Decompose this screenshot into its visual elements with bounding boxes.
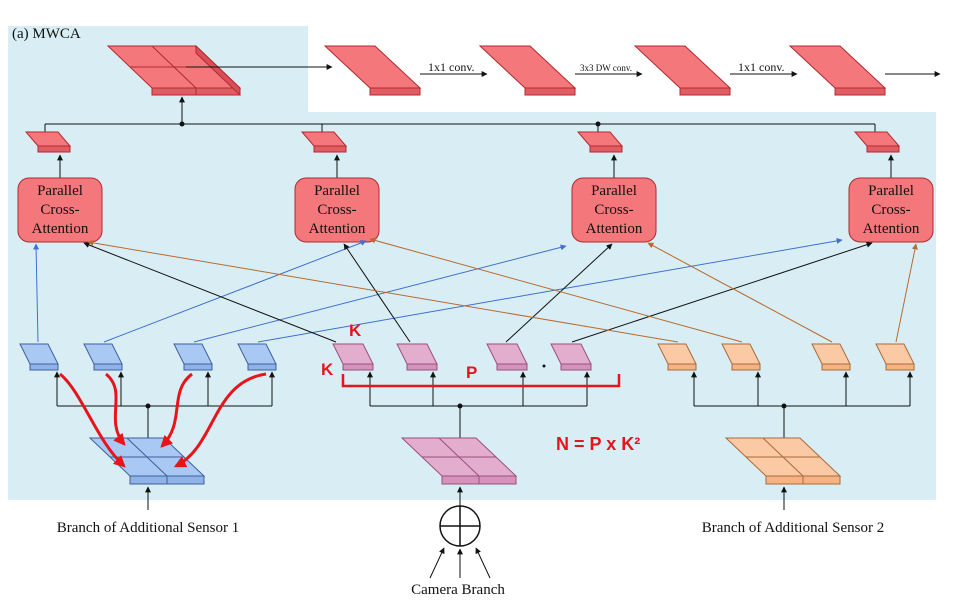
cross-connections-black xyxy=(83,241,873,343)
parallel-cross-attention-block-1 xyxy=(17,177,103,243)
parallel-cross-attention-block-2 xyxy=(294,177,380,243)
svg-text:Parallel: Parallel xyxy=(314,183,360,199)
sensor2-branch-label: Branch of Additional Sensor 2 xyxy=(702,520,884,536)
attention-column-1: Parallel Cross- Attention xyxy=(17,131,103,243)
annotation-k-left: K xyxy=(321,360,334,379)
sensor2-split-tree xyxy=(691,371,913,438)
annotation-formula: N = P x K² xyxy=(556,434,640,454)
sensor2-patches xyxy=(657,343,915,371)
sensor1-patches xyxy=(19,343,277,371)
sensor2-feature-map xyxy=(724,437,842,485)
aggregated-feature-block xyxy=(106,44,242,97)
svg-text:Parallel: Parallel xyxy=(591,183,637,199)
patch-extraction-arrows xyxy=(59,372,267,468)
conv-block-2 xyxy=(478,45,577,96)
svg-text:Attention: Attention xyxy=(32,221,89,237)
camera-feature-map xyxy=(400,437,518,485)
background-panel xyxy=(8,26,936,500)
annotation-p: P xyxy=(466,363,477,382)
input-arrows xyxy=(145,486,787,510)
patch-group-bracket xyxy=(341,374,621,388)
sum-node xyxy=(439,505,481,547)
merge-dots xyxy=(179,121,601,127)
sum-node-inputs xyxy=(429,547,491,579)
svg-text:Parallel: Parallel xyxy=(868,183,914,199)
conv-block-4 xyxy=(788,45,887,96)
camera-patches xyxy=(332,343,592,371)
top-pipeline: 1x1 conv. 3x3 DW conv. 1x1 conv. xyxy=(106,44,941,97)
svg-text:Attention: Attention xyxy=(863,221,920,237)
parallel-cross-attention-block-4 xyxy=(848,177,934,243)
sensor1-branch-label: Branch of Additional Sensor 1 xyxy=(57,520,239,536)
conv-block-1 xyxy=(323,45,422,96)
svg-text:Attention: Attention xyxy=(586,221,643,237)
figure-title: (a) MWCA xyxy=(12,26,81,42)
cross-connections-orange xyxy=(87,237,918,343)
svg-text:Cross-: Cross- xyxy=(871,202,910,218)
annotation-k-top: K xyxy=(349,321,362,340)
camera-branch-label: Camera Branch xyxy=(411,582,505,598)
svg-text:Cross-: Cross- xyxy=(317,202,356,218)
split-dots xyxy=(145,364,787,409)
svg-text:Cross-: Cross- xyxy=(594,202,633,218)
cross-connections-blue xyxy=(33,237,843,343)
attention-column-4: Parallel Cross- Attention xyxy=(848,131,934,243)
attention-column-2: Parallel Cross- Attention xyxy=(294,131,380,243)
conv-label-2: 3x3 DW conv. xyxy=(580,63,632,73)
camera-split-tree xyxy=(367,371,590,438)
sensor1-split-tree xyxy=(54,371,275,438)
conv-block-3 xyxy=(633,45,732,96)
svg-text:Cross-: Cross- xyxy=(40,202,79,218)
conv-label-3: 1x1 conv. xyxy=(738,60,785,74)
attention-column-3: Parallel Cross- Attention xyxy=(571,131,657,243)
conv-label-1: 1x1 conv. xyxy=(428,60,475,74)
svg-text:Parallel: Parallel xyxy=(37,183,83,199)
parallel-cross-attention-block-3 xyxy=(571,177,657,243)
svg-text:Attention: Attention xyxy=(309,221,366,237)
